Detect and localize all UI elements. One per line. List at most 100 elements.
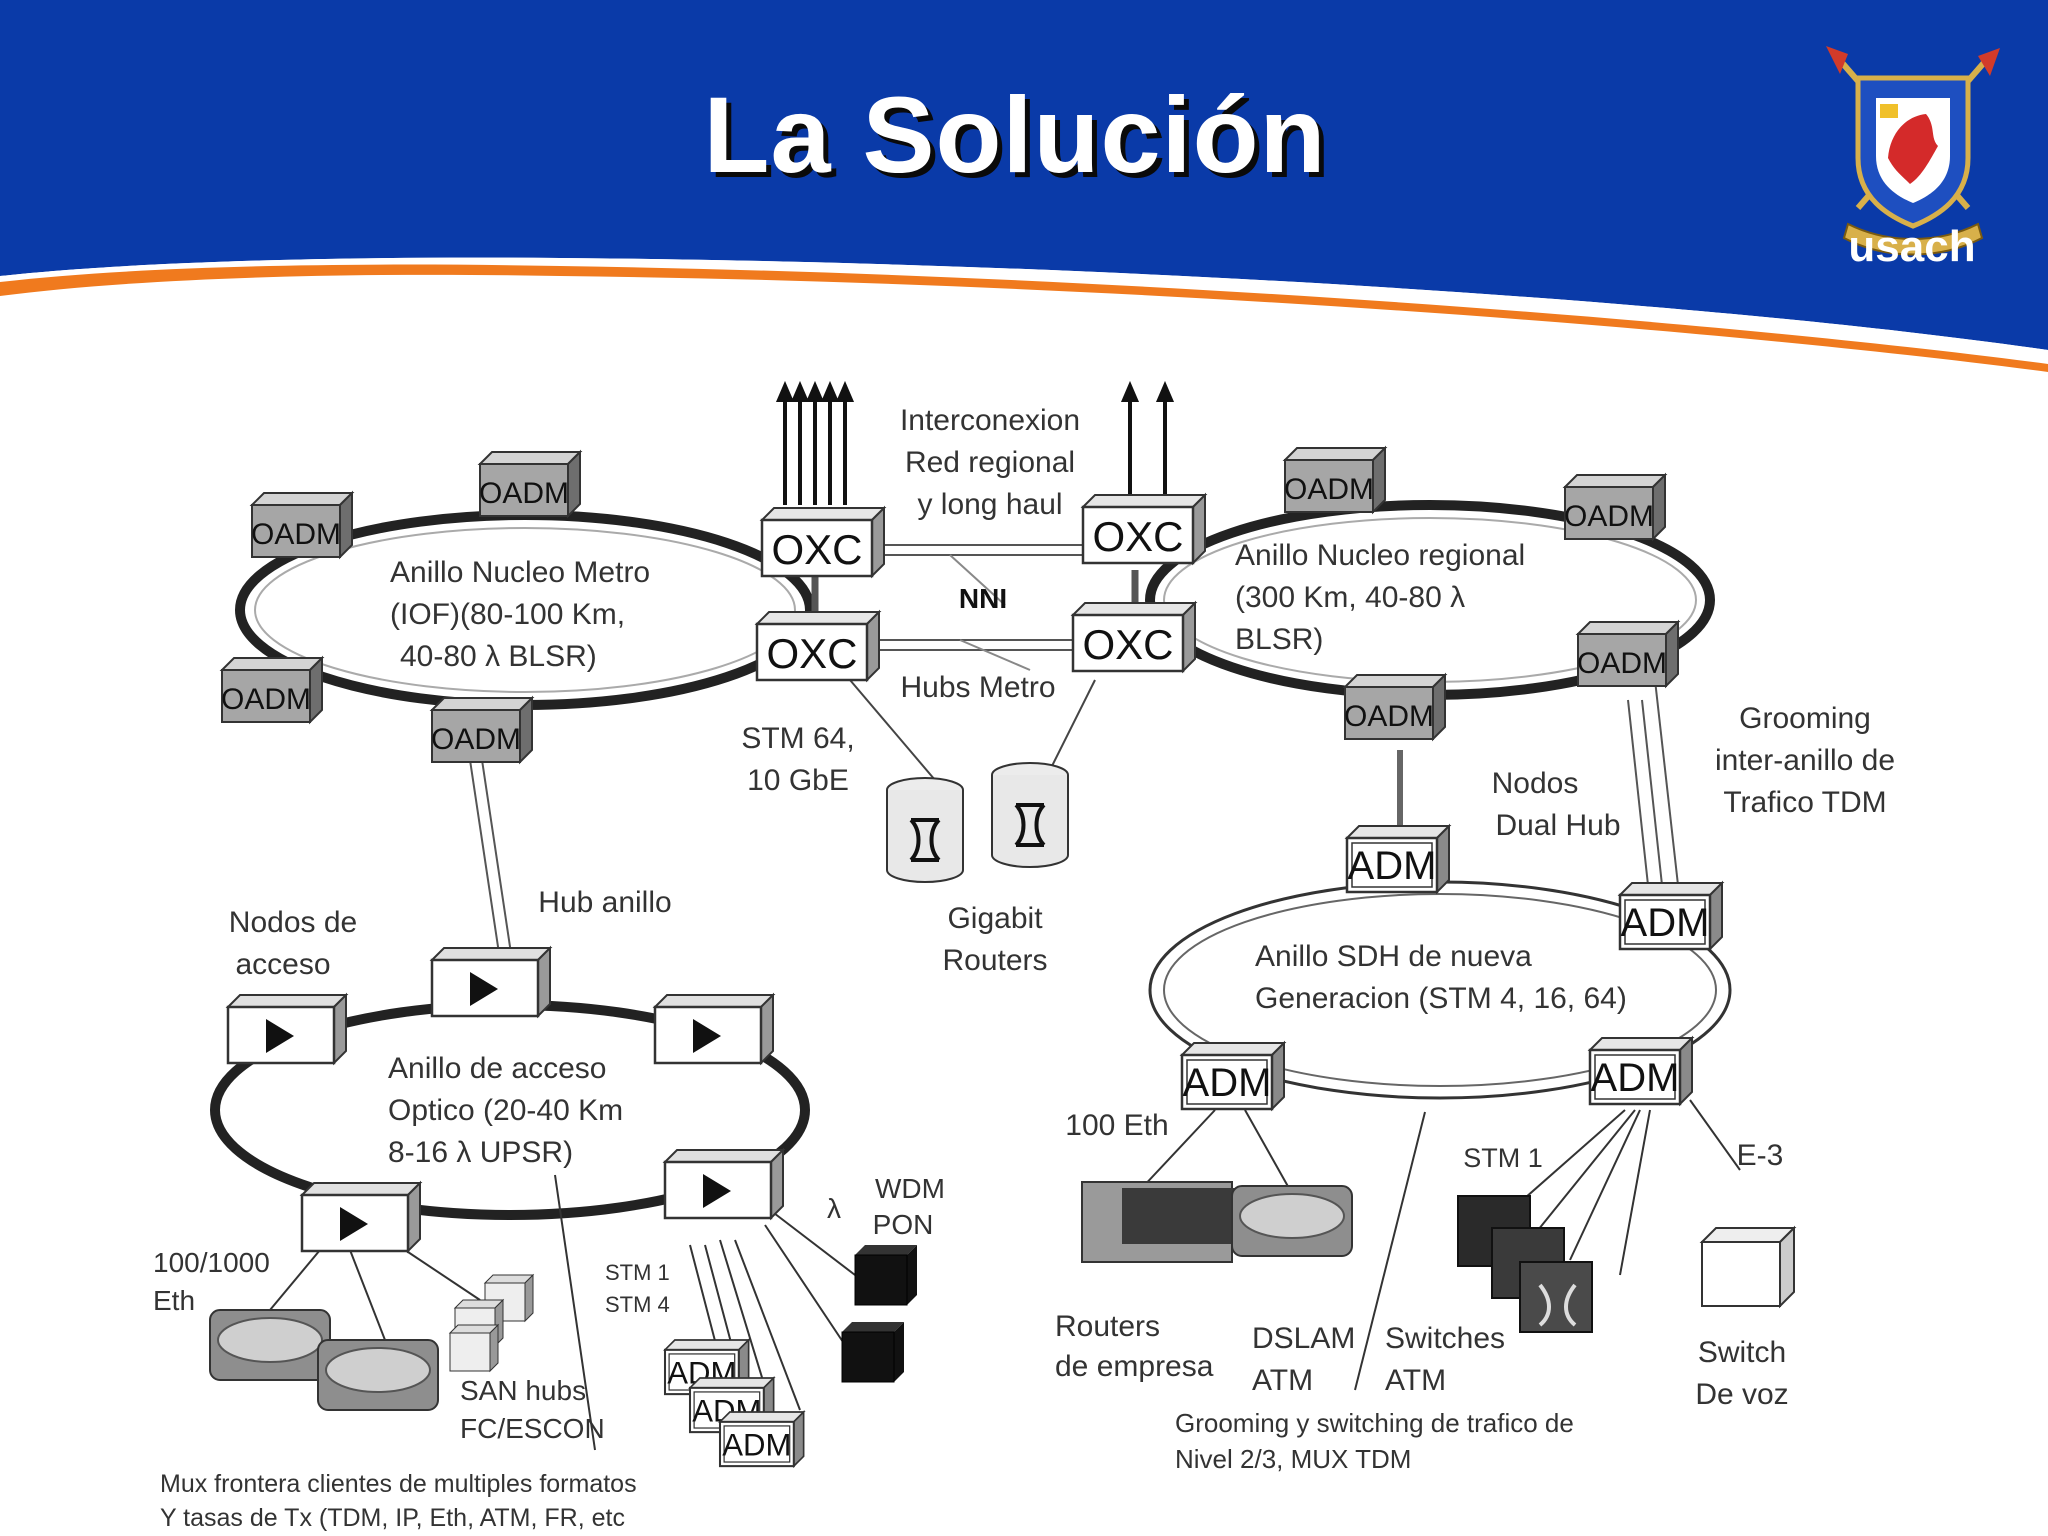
wdm-pon-box-1	[854, 1245, 917, 1306]
label-routers-emp-1: Routers	[1055, 1310, 1160, 1343]
svg-text:OXC: OXC	[1082, 621, 1173, 668]
label-stm1-small: STM 1	[605, 1260, 670, 1285]
label-switch-voz-1: Switch	[1698, 1336, 1786, 1369]
label-regional-ring-1: Anillo Nucleo regional	[1235, 539, 1525, 572]
interconnection-arrows-right	[1120, 380, 1175, 500]
label-sdh-ring-2: Generacion (STM 4, 16, 64)	[1255, 982, 1627, 1015]
oadm-node-metro-4: OADM	[431, 697, 533, 763]
label-stm64-1: STM 64,	[741, 722, 854, 755]
atm-switch-cluster	[1457, 1195, 1593, 1333]
label-hubs-metro: Hubs Metro	[900, 671, 1055, 704]
label-grooming-inter-1: Grooming	[1739, 702, 1871, 735]
gigabit-router-1	[885, 776, 965, 884]
enterprise-router	[1081, 1181, 1242, 1263]
svg-text:OADM: OADM	[431, 723, 521, 756]
svg-text:ADM: ADM	[1621, 901, 1710, 945]
svg-text:OADM: OADM	[221, 683, 311, 716]
label-nodos-dual-1: Nodos	[1492, 767, 1579, 800]
label-dslam-2: ATM	[1252, 1364, 1313, 1397]
oadm-node-regional-4: OADM	[1344, 674, 1446, 740]
sdh-ring-inner	[1163, 893, 1717, 1087]
label-switch-voz-2: De voz	[1695, 1378, 1788, 1411]
label-wdm-2: PON	[873, 1209, 934, 1240]
access-node-hub	[430, 946, 552, 1018]
label-hub-anillo: Hub anillo	[538, 886, 671, 919]
label-mux-1: Mux frontera clientes de multiples forma…	[160, 1470, 637, 1498]
label-switches-2: ATM	[1385, 1364, 1446, 1397]
label-interconexion-3: y long haul	[917, 488, 1062, 521]
svg-text:OXC: OXC	[771, 526, 862, 573]
access-node-left	[226, 993, 348, 1065]
label-stm1: STM 1	[1463, 1143, 1543, 1173]
label-nodos-acceso-1: Nodos de	[229, 906, 357, 939]
oadm-node-metro-3: OADM	[221, 657, 323, 723]
label-lambda: λ	[827, 1193, 841, 1224]
svg-text:OADM: OADM	[1284, 473, 1374, 506]
label-interconexion-1: Interconexion	[900, 404, 1080, 437]
usach-shield-logo	[1826, 46, 2000, 256]
svg-text:OADM: OADM	[479, 477, 569, 510]
oadm-node-regional-1: OADM	[1284, 447, 1386, 513]
voice-switch	[1699, 1225, 1797, 1309]
label-grooming-inter-3: Trafico TDM	[1723, 786, 1886, 819]
label-nodos-acceso-2: acceso	[235, 948, 330, 981]
oxc-node-1: OXC	[760, 506, 886, 578]
access-node-bottom-left	[300, 1181, 422, 1253]
adm-node-sdh-left: ADM	[1180, 1041, 1286, 1111]
label-stm64-2: 10 GbE	[747, 764, 849, 797]
label-grooming-inter-2: inter-anillo de	[1715, 744, 1895, 777]
adm-node-mux-3: ADM	[718, 1410, 805, 1468]
header-band	[0, 0, 2048, 372]
adm-node-dual-hub-1: ADM	[1345, 824, 1451, 894]
label-e3: E-3	[1737, 1139, 1784, 1172]
label-gigabit-1: Gigabit	[947, 902, 1043, 935]
svg-text:OADM: OADM	[251, 518, 341, 551]
wdm-pon-box-2	[841, 1322, 904, 1383]
access-node-bottom-right	[663, 1148, 785, 1220]
label-grooming-sw-1: Grooming y switching de trafico de	[1175, 1408, 1574, 1438]
label-metro-ring-2: (IOF)(80-100 Km,	[390, 598, 625, 631]
dslam-router	[1231, 1185, 1353, 1257]
label-regional-ring-2: (300 Km, 40-80 λ	[1235, 581, 1465, 614]
label-nni: NNI	[959, 583, 1007, 614]
label-metro-ring-1: Anillo Nucleo Metro	[390, 556, 650, 589]
label-gigabit-2: Routers	[942, 944, 1047, 977]
label-interconexion-2: Red regional	[905, 446, 1075, 479]
label-access-ring-1: Anillo de acceso	[388, 1052, 606, 1085]
label-switches-1: Switches	[1385, 1322, 1505, 1355]
svg-text:OADM: OADM	[1344, 700, 1434, 733]
svg-text:ADM: ADM	[1183, 1061, 1272, 1105]
label-san-2: FC/ESCON	[460, 1413, 605, 1444]
san-hub-1	[483, 1273, 535, 1323]
label-wdm-1: WDM	[875, 1173, 945, 1204]
label-eth-1000-1: 100/1000	[153, 1247, 270, 1278]
label-100-eth: 100 Eth	[1065, 1109, 1168, 1142]
label-san-1: SAN hubs	[460, 1375, 586, 1406]
svg-text:OXC: OXC	[766, 630, 857, 677]
label-access-ring-3: 8-16 λ UPSR)	[388, 1136, 573, 1169]
label-access-ring-2: Optico (20-40 Km	[388, 1094, 623, 1127]
svg-text:OADM: OADM	[1577, 647, 1667, 680]
oadm-node-regional-3: OADM	[1577, 621, 1679, 687]
adm-node-sdh-right: ADM	[1588, 1036, 1694, 1106]
svg-text:ADM: ADM	[1591, 1056, 1680, 1100]
access-node-right	[653, 993, 775, 1065]
label-metro-ring-3: 40-80 λ BLSR)	[400, 640, 597, 673]
interconnection-arrows-left	[775, 380, 855, 505]
label-grooming-sw-2: Nivel 2/3, MUX TDM	[1175, 1444, 1411, 1474]
oadm-node-regional-2: OADM	[1564, 474, 1666, 540]
usach-logo-text: usach	[1848, 222, 1976, 271]
label-sdh-ring-1: Anillo SDH de nueva	[1255, 940, 1532, 973]
label-regional-ring-3: BLSR)	[1235, 623, 1323, 656]
oxc-node-4: OXC	[1071, 601, 1197, 673]
slide-title: La Solución	[703, 74, 1327, 195]
gigabit-router-2	[990, 761, 1070, 869]
oxc-node-2: OXC	[1081, 493, 1207, 565]
metro-core-ring-inner	[254, 527, 796, 693]
svg-text:ADM: ADM	[722, 1427, 791, 1462]
edge-router-1	[209, 1309, 331, 1381]
edge-router-2	[317, 1339, 439, 1411]
label-stm4-small: STM 4	[605, 1292, 670, 1317]
oxc-node-3: OXC	[755, 610, 881, 682]
